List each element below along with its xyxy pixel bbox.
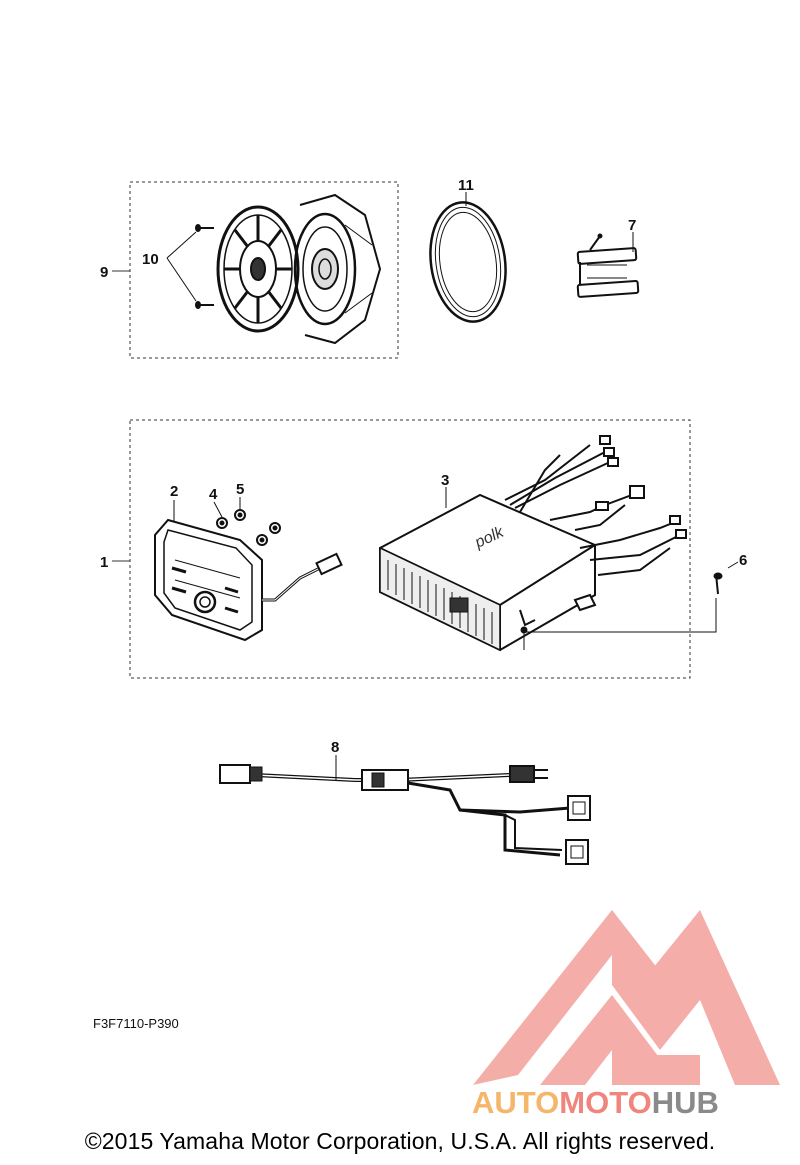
head-unit xyxy=(154,518,263,642)
callout-8: 8 xyxy=(331,739,339,756)
fuse-holder xyxy=(576,233,640,298)
nut-5 xyxy=(234,509,281,546)
amplifier xyxy=(379,493,597,652)
screw-10-top xyxy=(195,224,214,232)
callout-3: 3 xyxy=(441,472,449,489)
callout-4: 4 xyxy=(209,486,218,503)
speaker-grille xyxy=(216,205,300,333)
group-box-speaker xyxy=(129,181,399,359)
watermark-moto: MOTO xyxy=(559,1085,651,1120)
nut-4 xyxy=(216,517,228,529)
screw-6 xyxy=(713,572,723,595)
head-unit-cable xyxy=(262,552,343,602)
callout-7: 7 xyxy=(628,217,636,234)
group-box-audio-system xyxy=(129,419,691,679)
copyright-notice: ©2015 Yamaha Motor Corporation, U.S.A. A… xyxy=(84,1128,716,1154)
callout-10: 10 xyxy=(142,251,159,268)
callout-11: 11 xyxy=(458,177,474,194)
screw-10-bottom xyxy=(195,301,214,309)
callout-5: 5 xyxy=(236,481,244,498)
wire-harness xyxy=(219,764,591,865)
callout-1: 1 xyxy=(100,554,108,571)
callout-6: 6 xyxy=(739,552,747,569)
callout-9: 9 xyxy=(100,264,108,281)
watermark-logo xyxy=(473,910,780,1085)
callout-2: 2 xyxy=(170,483,178,500)
diagram-code: F3F7110-P390 xyxy=(93,1016,179,1031)
watermark-text: AUTOMOTOHUB xyxy=(472,1085,719,1120)
watermark-hub: HUB xyxy=(652,1085,719,1120)
wire-coil xyxy=(429,201,507,323)
watermark-auto: AUTO xyxy=(472,1085,559,1120)
speaker-driver xyxy=(293,193,382,345)
amplifier-wiring xyxy=(504,435,687,576)
